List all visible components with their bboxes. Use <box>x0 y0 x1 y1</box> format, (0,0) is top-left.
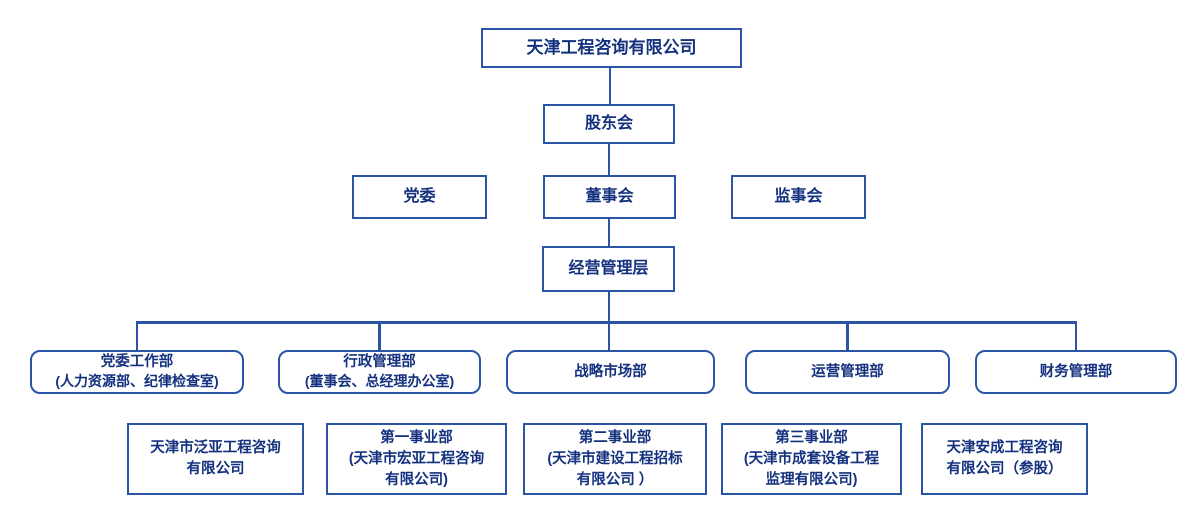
node-label: 天津工程咨询有限公司 <box>526 38 697 58</box>
node-label: 经营管理层 <box>568 260 649 277</box>
node-sub-division-1: 第一事业部 (天津市宏亚工程咨询 有限公司) <box>326 423 507 495</box>
node-label: 董事会 <box>585 188 634 205</box>
node-label: 财务管理部 <box>1039 363 1113 380</box>
connector-drop-dept-operations <box>846 321 849 350</box>
node-dept-admin: 行政管理部 (董事会、总经理办公室) <box>278 350 481 394</box>
node-party-committee: 党委 <box>352 175 487 219</box>
node-sublabel: (人力资源部、纪律检查室) <box>55 373 219 389</box>
node-shareholders-meeting: 股东会 <box>543 104 675 144</box>
node-sub-ancheng-consulting: 天津安成工程咨询 有限公司（参股） <box>921 423 1088 495</box>
node-dept-party-work: 党委工作部 (人力资源部、纪律检查室) <box>30 350 244 394</box>
node-sub-division-2: 第二事业部 (天津市建设工程招标 有限公司 ） <box>523 423 707 495</box>
node-label: 第二事业部 <box>578 429 652 446</box>
connector-shareholders-to-board <box>607 144 611 175</box>
node-sublabel: 有限公司) <box>385 471 448 488</box>
node-sublabel: (天津市建设工程招标 <box>547 450 683 467</box>
node-label: 监事会 <box>774 188 823 205</box>
node-label: 行政管理部 <box>343 354 416 370</box>
node-management-level: 经营管理层 <box>542 246 675 292</box>
node-label: 战略市场部 <box>574 363 647 380</box>
node-dept-operations: 运营管理部 <box>745 350 950 394</box>
node-board-of-directors: 董事会 <box>543 175 676 219</box>
node-sublabel: (董事会、总经理办公室) <box>304 373 455 389</box>
node-supervisory-board: 监事会 <box>731 175 866 219</box>
node-company-root: 天津工程咨询有限公司 <box>481 28 742 68</box>
node-sub-division-3: 第三事业部 (天津市成套设备工程 监理有限公司) <box>721 423 902 495</box>
node-dept-finance: 财务管理部 <box>975 350 1177 394</box>
node-sub-fanya-consulting: 天津市泛亚工程咨询 有限公司 <box>127 423 304 495</box>
node-label: 天津安成工程咨询 <box>946 440 1063 456</box>
node-sublabel: 有限公司（参股） <box>946 461 1063 477</box>
node-label: 第三事业部 <box>775 429 848 446</box>
node-sublabel: (天津市宏亚工程咨询 <box>348 450 485 467</box>
node-label: 党委工作部 <box>100 354 174 370</box>
node-sublabel: 监理有限公司) <box>765 471 858 488</box>
node-sublabel: (天津市成套设备工程 <box>743 450 880 467</box>
node-dept-strategy-market: 战略市场部 <box>506 350 715 394</box>
connector-departments-bus <box>136 321 1077 324</box>
node-label: 党委 <box>403 188 436 205</box>
node-label: 股东会 <box>584 115 633 132</box>
node-sublabel: 有限公司 ） <box>576 471 654 488</box>
node-label: 天津市泛亚工程咨询 <box>150 440 281 456</box>
node-label: 第一事业部 <box>380 429 453 446</box>
connector-root-to-shareholders <box>608 68 612 104</box>
connector-drop-dept-admin <box>378 321 381 350</box>
node-label: 运营管理部 <box>811 363 884 380</box>
connector-drop-dept-finance <box>1074 321 1078 350</box>
connector-board-to-management <box>607 219 611 246</box>
node-sublabel: 有限公司 <box>186 461 245 477</box>
connector-drop-dept-party-work <box>135 321 139 350</box>
